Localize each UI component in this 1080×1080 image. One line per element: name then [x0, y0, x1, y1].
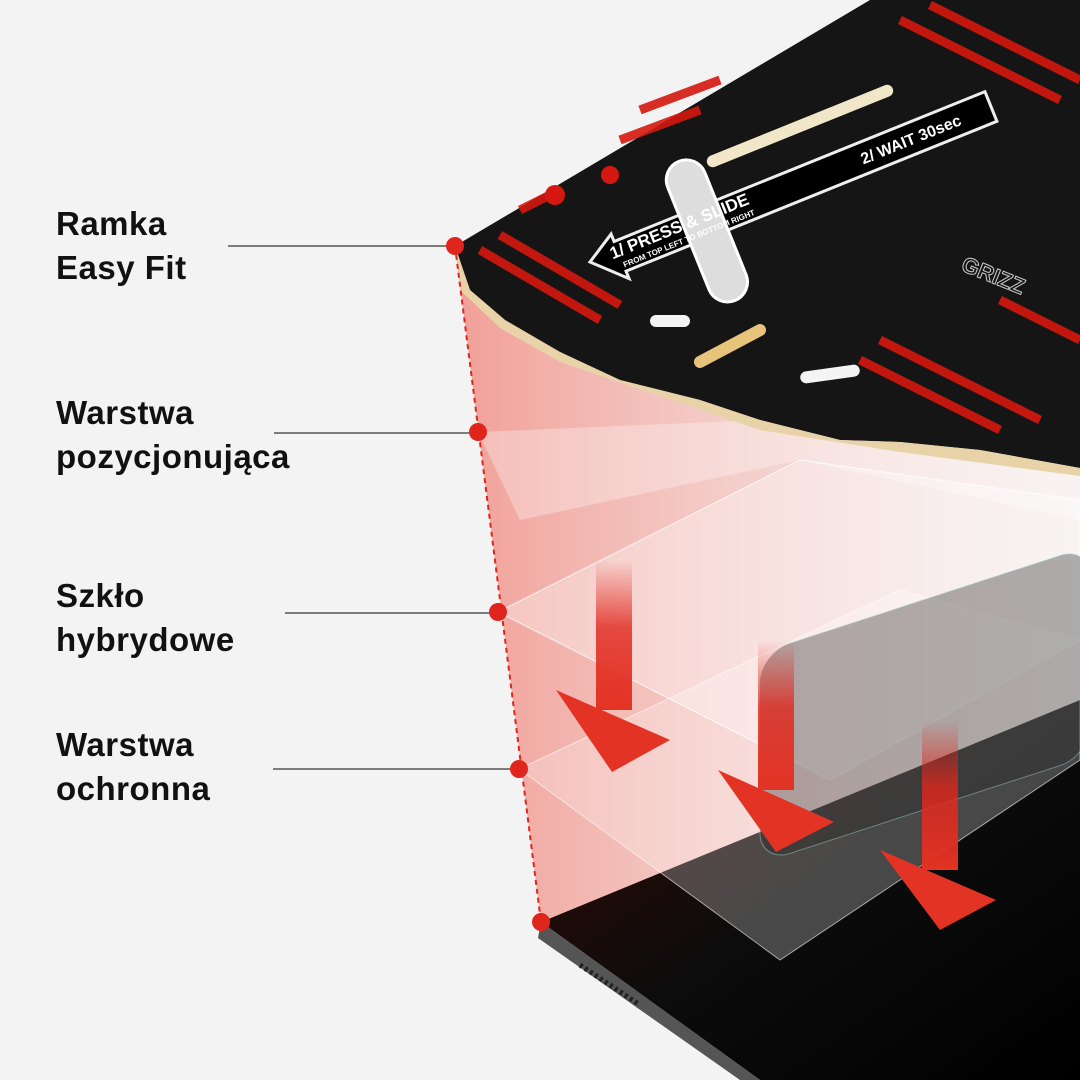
label-line: pozycjonująca [56, 438, 290, 475]
easy-fit-frame: 1/ PRESS & SLIDE FROM TOP LEFT TO BOTTOM… [455, 0, 1080, 476]
marker-dot [469, 423, 487, 441]
label-line: Warstwa [56, 726, 194, 763]
edge-dashed-line [454, 245, 542, 923]
frame-instructions: 1/ PRESS & SLIDE FROM TOP LEFT TO BOTTOM… [587, 89, 999, 304]
label-line: ochronna [56, 770, 211, 807]
label-line: Szkło [56, 577, 145, 614]
label-line: Warstwa [56, 394, 194, 431]
label-positioning-layer: Warstwa pozycjonująca [56, 391, 290, 479]
marker-dot [489, 603, 507, 621]
marker-dot [510, 760, 528, 778]
marker-dots [446, 237, 550, 931]
label-line: hybrydowe [56, 621, 235, 658]
arrow-down-icon [556, 560, 670, 772]
marker-dot [446, 237, 464, 255]
label-hybrid-glass: Szkło hybrydowe [56, 574, 235, 662]
protective-layer [518, 589, 1080, 961]
arrow-down-icon [880, 720, 996, 930]
leader-lines [228, 245, 511, 770]
label-line: Easy Fit [56, 249, 187, 286]
down-arrows [556, 560, 996, 930]
label-easy-fit-frame: Ramka Easy Fit [56, 202, 187, 290]
arrow-down-icon [718, 640, 834, 852]
positioning-layer [478, 420, 1080, 520]
marker-dot [532, 913, 550, 931]
label-protective-layer: Warstwa ochronna [56, 723, 210, 811]
label-line: Ramka [56, 205, 167, 242]
